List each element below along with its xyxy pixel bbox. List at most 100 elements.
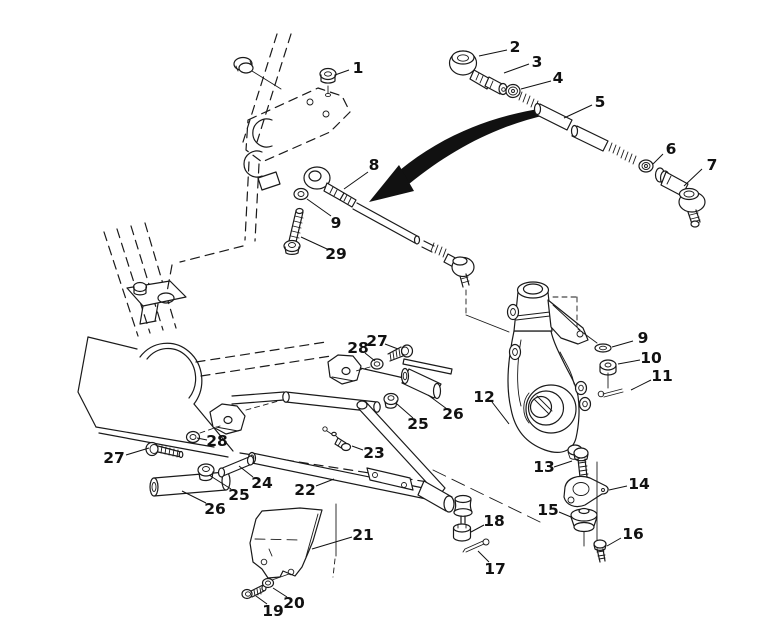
tie-rod-outer-assembly [448,50,706,228]
bolt-part-27-left [145,441,184,459]
callout-21-leader [272,587,288,598]
direction-arrow [369,108,546,202]
sleeve-part-26-left [149,471,231,497]
bushing-part-25-top [383,392,399,409]
callout-12-label-11: 11 [651,367,673,385]
callout-26-label-25: 25 [228,486,250,504]
knuckle-caliper-bracket [547,299,589,345]
callout-25-label-24: 24 [251,474,273,492]
callout-16-label-15: 15 [537,501,559,519]
callout-28-label-27: 27 [103,449,125,467]
callout-22-label-21: 21 [352,526,374,544]
grease-fitting-part-23 [322,426,352,452]
callout-6-leader [683,168,703,187]
a-arm-rear-pivot-tube [282,391,381,413]
callout-20-leader [255,595,268,605]
callout-5-label-6: 6 [666,140,677,158]
callout-14-leader [553,460,573,468]
washer-part-28-left [185,425,221,444]
callout-24-label-23: 23 [363,444,385,462]
pivot-hardware-upper [355,344,453,409]
callout-30-label-25: 25 [407,415,429,433]
callout-4-leader [563,104,593,119]
callout-10-leader [611,340,634,348]
shaft-part-24 [217,455,255,478]
nut-part-1 [319,67,337,98]
nut-part-20 [261,573,290,589]
cotter-pin-part-17 [462,538,490,553]
callout-8-label-9: 9 [331,214,342,232]
sleeve-part-26-top [400,367,442,400]
callout-9-leader [300,236,328,250]
callout-0-label-1: 1 [353,59,364,77]
callout-7-leader [343,171,369,190]
callout-9-label-29: 29 [325,245,347,263]
callout-23-label-22: 22 [294,481,316,499]
callout-2-leader [503,63,530,74]
washer-part-9-right [594,343,612,353]
callout-21-label-20: 20 [283,594,305,612]
callout-25-leader [238,465,254,478]
callout-15-label-14: 14 [628,475,650,493]
bolt-part-16 [593,539,607,563]
pivot-rail-stub [402,358,453,375]
tie-rod-end-part-7 [654,167,706,228]
ball-joint-cap-part-15 [570,507,598,547]
nut-part-6 [638,159,654,173]
callout-33-label-28: 28 [347,339,369,357]
nut-part-10 [599,359,617,376]
callout-13-leader [491,401,510,425]
clamp-part-3 [484,76,508,96]
castle-nut-part-18 [452,523,472,542]
callout-28-leader [125,447,150,456]
callout-27-label-26: 26 [204,500,226,518]
steering-post-nut [233,56,282,90]
callout-1-label-2: 2 [510,38,521,56]
cotter-pin-part-11 [597,388,624,398]
callout-11-leader [617,359,641,365]
callout-1-leader [478,49,508,57]
nut-part-4 [505,83,521,99]
guard-part-21 [249,507,323,579]
callout-23-leader [315,478,335,487]
callout-29-label-28: 28 [206,432,228,450]
callout-24-leader [351,445,364,451]
callout-19-label-18: 18 [483,512,505,530]
tie-rod-inner-assembly [283,166,510,333]
callout-31-leader [427,394,448,410]
bolt-part-27-top [387,344,414,362]
pivot-hardware-left [145,425,255,497]
a-arm-guard-plate [366,467,414,491]
callout-27-leader [181,490,207,504]
callout-15-leader [608,485,628,491]
callout-11-label-10: 10 [640,349,662,367]
callout-3-label-4: 4 [553,69,564,87]
callout-32-label-27: 27 [366,332,388,350]
callout-6-label-7: 7 [707,156,718,174]
callout-18-leader [477,550,490,563]
callout-20-label-19: 19 [262,602,284,620]
knuckle-hub-bore [523,384,577,434]
callout-17-label-16: 16 [622,525,644,543]
callout-16-leader [558,511,572,518]
callout-26-leader [208,474,232,490]
callout-8-leader [306,198,332,217]
callout-32-leader [384,343,399,350]
callout-19-leader [470,524,485,533]
bolt-part-13 [573,447,589,478]
a-arm-bracket-upper [327,354,362,385]
callout-3-leader [520,80,552,90]
callout-7-label-8: 8 [369,156,380,174]
washer-part-28-top [355,358,384,372]
bolt-part-29 [283,207,304,255]
callout-30-leader [396,403,414,419]
callout-13-label-12: 12 [473,388,495,406]
callout-33-leader [364,352,376,362]
steering-post-mount-plate [126,280,187,325]
tie-rod-part-8 [303,166,510,333]
rod-end-part-2 [448,50,493,90]
callout-17-leader [606,537,622,547]
callout-22-leader [311,536,353,550]
